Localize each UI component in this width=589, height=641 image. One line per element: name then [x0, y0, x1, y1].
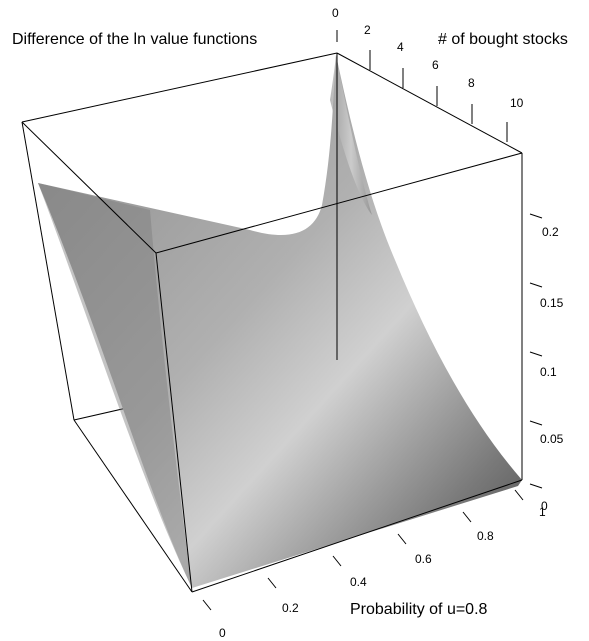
z-tick-labels: 0 0.05 0.1 0.15 0.2	[540, 225, 564, 513]
y-tick-label: 4	[397, 40, 404, 54]
box-front	[21, 53, 523, 593]
z-tick-mark	[529, 351, 543, 357]
y-tick-label: 2	[364, 23, 371, 37]
surface-main	[38, 55, 522, 588]
surface	[38, 55, 522, 588]
z-tick-label: 0.15	[540, 296, 564, 310]
y-tick-label: 6	[432, 58, 439, 72]
x-tick-mark	[462, 511, 472, 523]
z-axis-ticks	[529, 213, 543, 489]
z-tick-label: 0.05	[540, 432, 564, 446]
z-tick-label: 0.1	[540, 365, 557, 379]
y-axis-label: # of bought stocks	[438, 31, 568, 48]
y-tick-label: 0	[332, 6, 339, 20]
y-axis-ticks	[336, 30, 508, 142]
x-tick-mark	[267, 577, 277, 589]
box-edge	[155, 252, 193, 593]
x-tick-label: 0.8	[477, 529, 494, 543]
z-tick-mark	[529, 420, 543, 426]
x-tick-label: 0.4	[350, 575, 367, 589]
y-tick-label: 8	[468, 76, 475, 90]
z-tick-mark	[529, 282, 543, 288]
chart-title: Difference of the ln value functions	[12, 31, 257, 48]
box-edge	[21, 121, 75, 421]
box-edge	[21, 52, 338, 123]
surface-left-shade	[38, 183, 192, 588]
z-tick-mark	[529, 483, 543, 489]
z-tick-label: 0	[541, 499, 548, 513]
box-edge	[336, 52, 523, 154]
x-tick-mark	[202, 599, 212, 611]
z-tick-mark	[529, 213, 543, 219]
x-tick-label: 0.2	[282, 601, 299, 615]
x-tick-labels: 0 0.2 0.4 0.6 0.8 1	[219, 505, 546, 640]
y-tick-label: 10	[510, 96, 524, 110]
x-tick-mark	[397, 533, 407, 545]
box-edge	[191, 479, 523, 593]
z-tick-label: 0.2	[542, 225, 559, 239]
x-tick-mark	[514, 489, 524, 501]
x-axis-label: Probability of u=0.8	[350, 601, 488, 618]
y-tick-labels: 0 2 4 6 8 10	[332, 6, 524, 110]
box-edge	[21, 121, 157, 254]
box-edge	[73, 419, 193, 593]
x-tick-label: 0	[219, 626, 226, 640]
x-tick-label: 1	[539, 505, 546, 519]
x-tick-label: 0.6	[415, 552, 432, 566]
surface-peak-highlight	[330, 55, 372, 215]
x-axis-ticks	[202, 489, 524, 611]
box-edge	[155, 152, 523, 254]
x-tick-mark	[332, 555, 342, 567]
